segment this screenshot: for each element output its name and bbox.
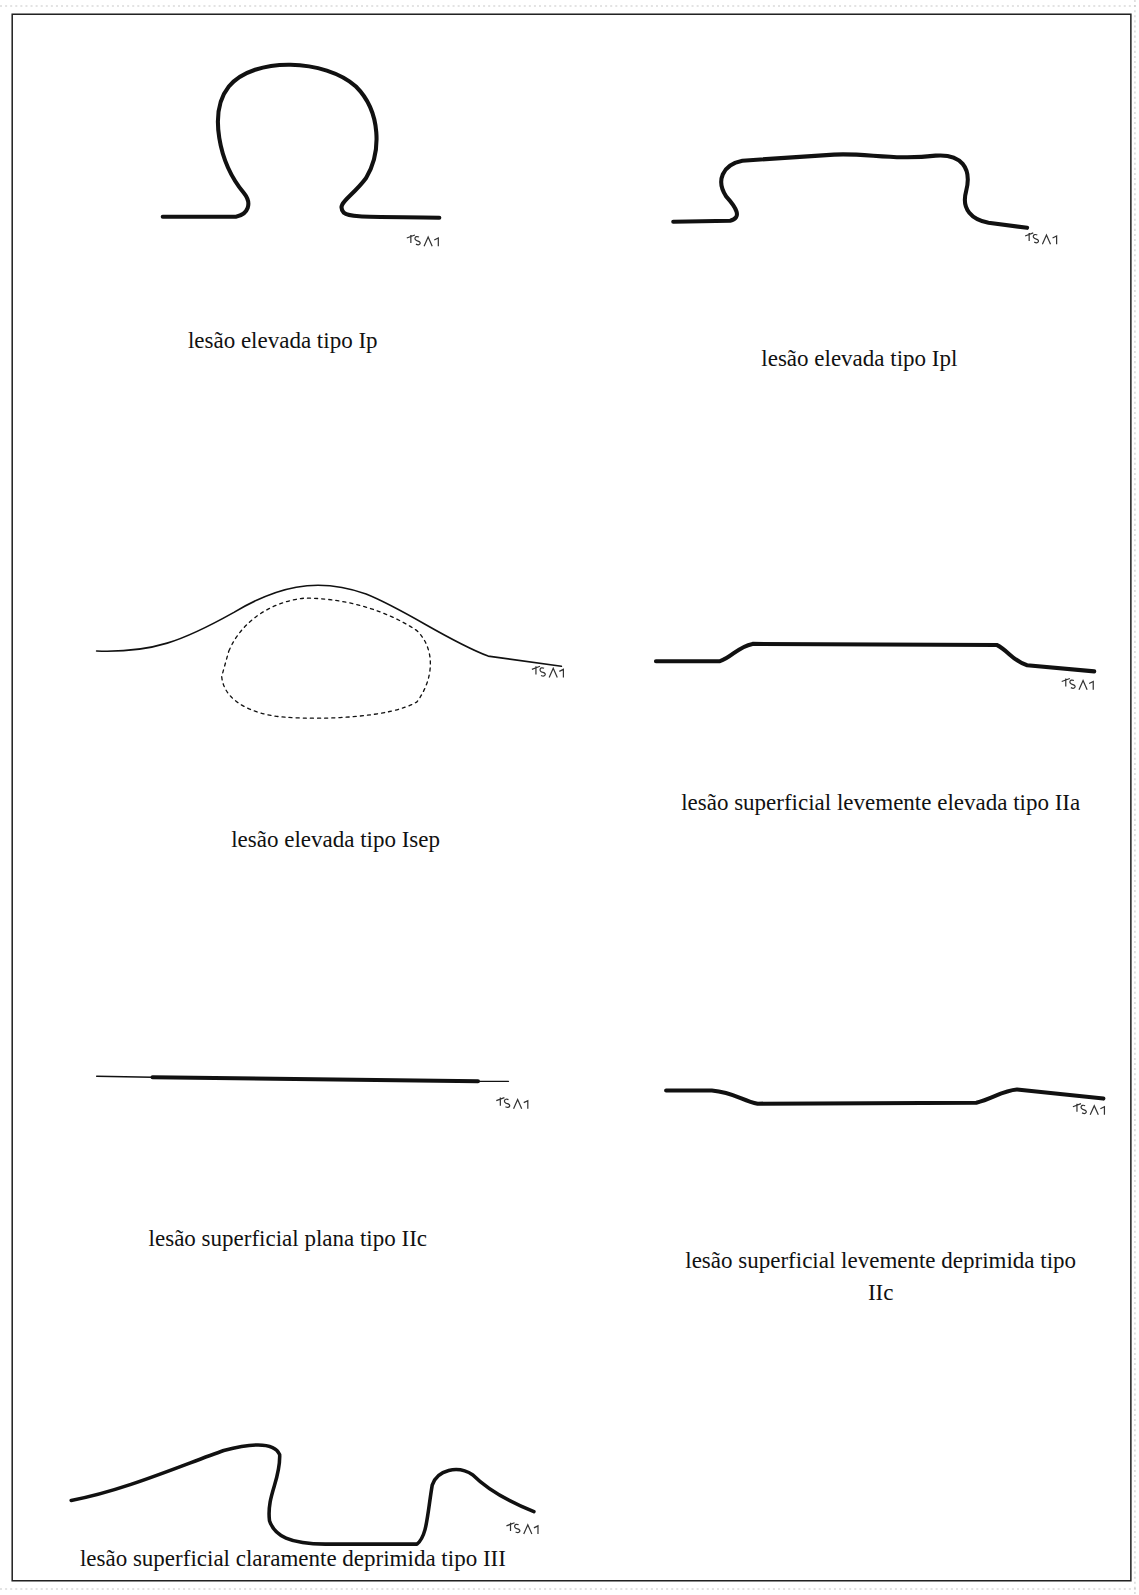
subpedunculated-lesion <box>673 154 1027 228</box>
pedunculated-lesion <box>163 65 440 218</box>
frame <box>12 14 1131 1581</box>
caption: lesão elevada tipo Ip <box>188 325 378 357</box>
caption: lesão superficial plana tipo IIc <box>149 1223 427 1255</box>
slightly-depressed-lesion <box>666 1089 1103 1103</box>
caption: lesão elevada tipo Ipl <box>761 343 957 375</box>
signature-marks <box>407 233 1105 1534</box>
flat-lesion <box>153 1077 478 1081</box>
sessile-lesion <box>97 585 562 666</box>
caption: lesão superficial levemente elevada tipo… <box>680 787 1082 819</box>
excavated-lesion <box>71 1445 534 1544</box>
slightly-elevated-lesion <box>656 644 1094 671</box>
caption: lesão superficial levemente deprimida ti… <box>680 1245 1082 1309</box>
submucosal-outline <box>222 598 431 718</box>
caption: lesão superficial claramente deprimida t… <box>80 1543 506 1575</box>
caption: lesão elevada tipo Isep <box>231 824 440 856</box>
